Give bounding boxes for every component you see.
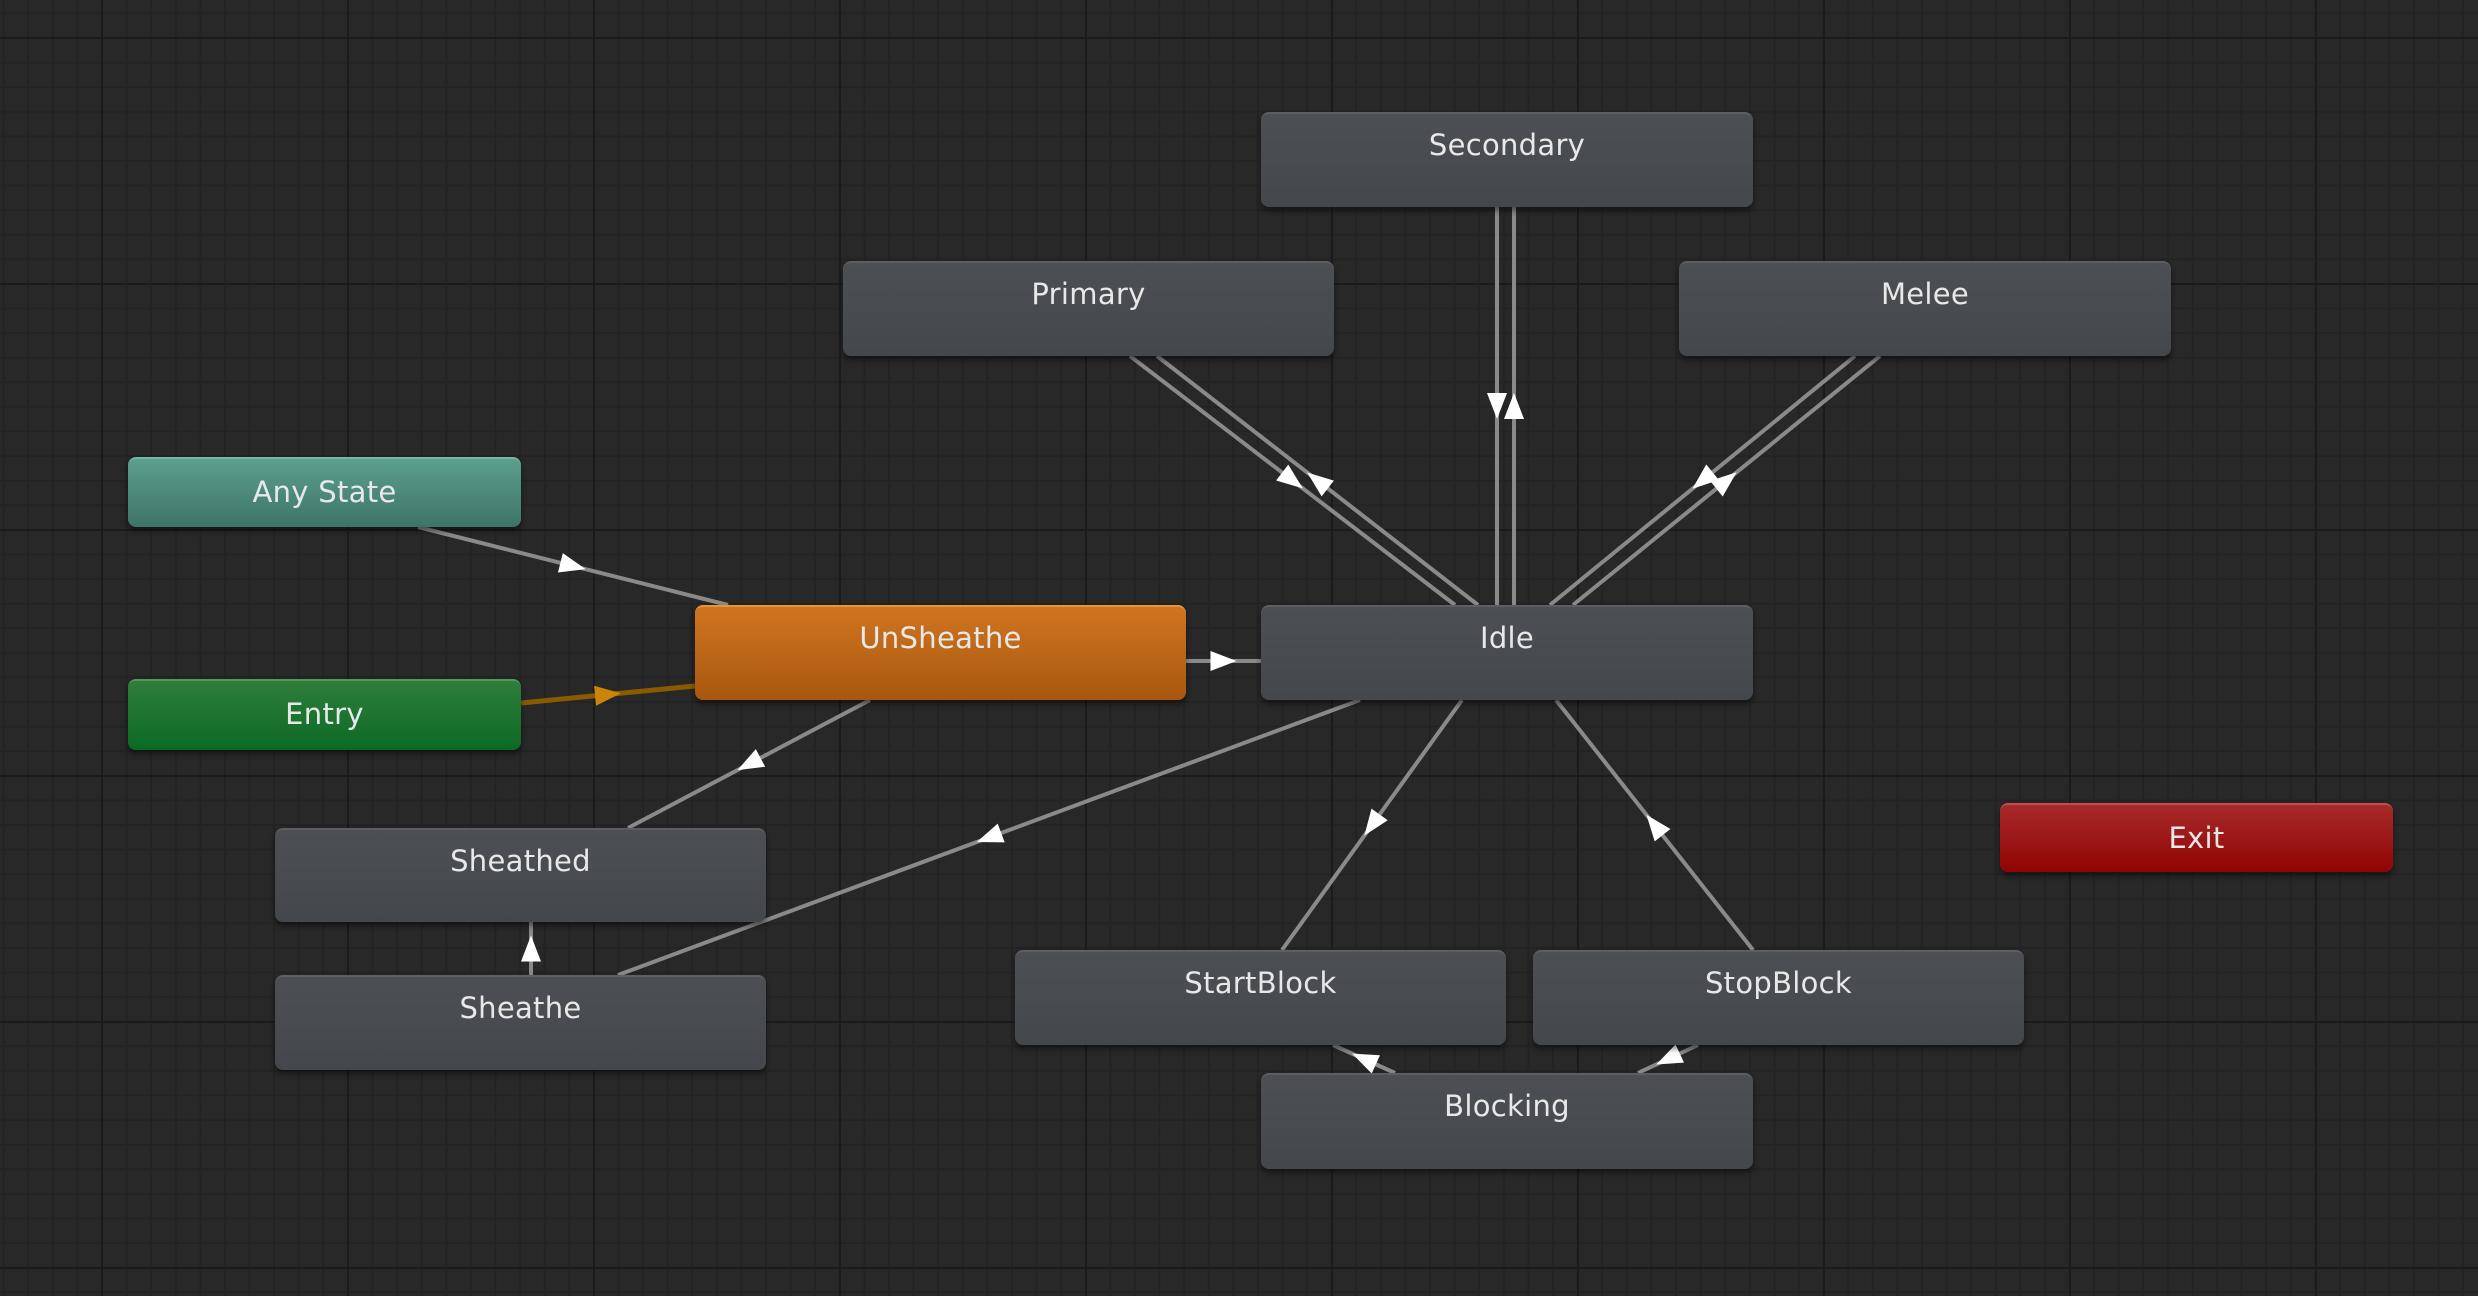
node-startblock[interactable]: StartBlock <box>1015 950 1506 1045</box>
node-label: StartBlock <box>1184 966 1337 1000</box>
transition-melee-to-idle[interactable] <box>1548 354 1857 607</box>
node-blocking[interactable]: Blocking <box>1261 1073 1753 1169</box>
transition-stopblock-to-blocking[interactable] <box>1637 1043 1699 1075</box>
transition-arrow-icon <box>1307 472 1334 497</box>
node-label: StopBlock <box>1704 966 1853 1000</box>
transition-unsheathe-to-sheathed[interactable] <box>627 698 871 830</box>
node-label: Sheathed <box>450 844 591 878</box>
transition-arrow-icon <box>1692 464 1719 489</box>
transition-any_state-to-unsheathe[interactable] <box>417 525 729 607</box>
transition-arrow-icon <box>1656 1044 1685 1065</box>
transition-arrow-icon <box>1210 651 1237 671</box>
node-melee[interactable]: Melee <box>1679 261 2171 356</box>
node-secondary[interactable]: Secondary <box>1261 112 1753 207</box>
transition-primary-to-idle[interactable] <box>1128 354 1457 607</box>
node-any-state[interactable]: Any State <box>128 457 521 527</box>
transition-arrow-icon <box>1710 472 1737 497</box>
transition-arrow-icon <box>976 823 1005 843</box>
transition-blocking-to-startblock[interactable] <box>1332 1043 1396 1075</box>
transition-arrow-icon <box>1276 464 1303 489</box>
transition-arrow-icon <box>557 553 586 573</box>
transition-arrow-icon <box>1504 393 1524 419</box>
node-label: Melee <box>1880 277 1970 311</box>
node-label: UnSheathe <box>859 621 1022 655</box>
node-exit[interactable]: Exit <box>2000 803 2393 872</box>
node-label: Sheathe <box>459 991 582 1025</box>
transition-arrow-icon <box>1646 814 1671 842</box>
node-unsheathe-default[interactable]: UnSheathe <box>695 605 1186 700</box>
transition-entry-to-unsheathe[interactable] <box>520 683 696 706</box>
node-label: Blocking <box>1444 1089 1570 1123</box>
node-label: Idle <box>1479 621 1535 655</box>
node-label: Exit <box>2168 821 2225 855</box>
node-label: Secondary <box>1428 128 1586 162</box>
transition-arrow-icon <box>521 935 541 962</box>
node-label: Primary <box>1031 277 1146 311</box>
node-idle[interactable]: Idle <box>1261 605 1753 700</box>
transition-arrow-icon <box>1352 1053 1380 1074</box>
transition-arrow-icon <box>594 685 621 706</box>
transition-stopblock-to-idle[interactable] <box>1554 698 1755 952</box>
transition-arrow-icon <box>1487 393 1507 419</box>
transition-arrow-icon <box>737 749 766 771</box>
node-entry[interactable]: Entry <box>128 679 521 750</box>
node-label: Any State <box>252 475 397 509</box>
node-sheathed[interactable]: Sheathed <box>275 828 766 922</box>
node-sheathe[interactable]: Sheathe <box>275 975 766 1070</box>
node-primary[interactable]: Primary <box>843 261 1334 356</box>
node-stopblock[interactable]: StopBlock <box>1533 950 2024 1045</box>
transition-idle-to-startblock[interactable] <box>1280 698 1464 952</box>
transition-arrow-icon <box>1364 808 1388 836</box>
transition-idle-to-melee[interactable] <box>1571 354 1882 607</box>
node-label: Entry <box>285 697 364 731</box>
transition-idle-to-primary[interactable] <box>1155 354 1480 607</box>
